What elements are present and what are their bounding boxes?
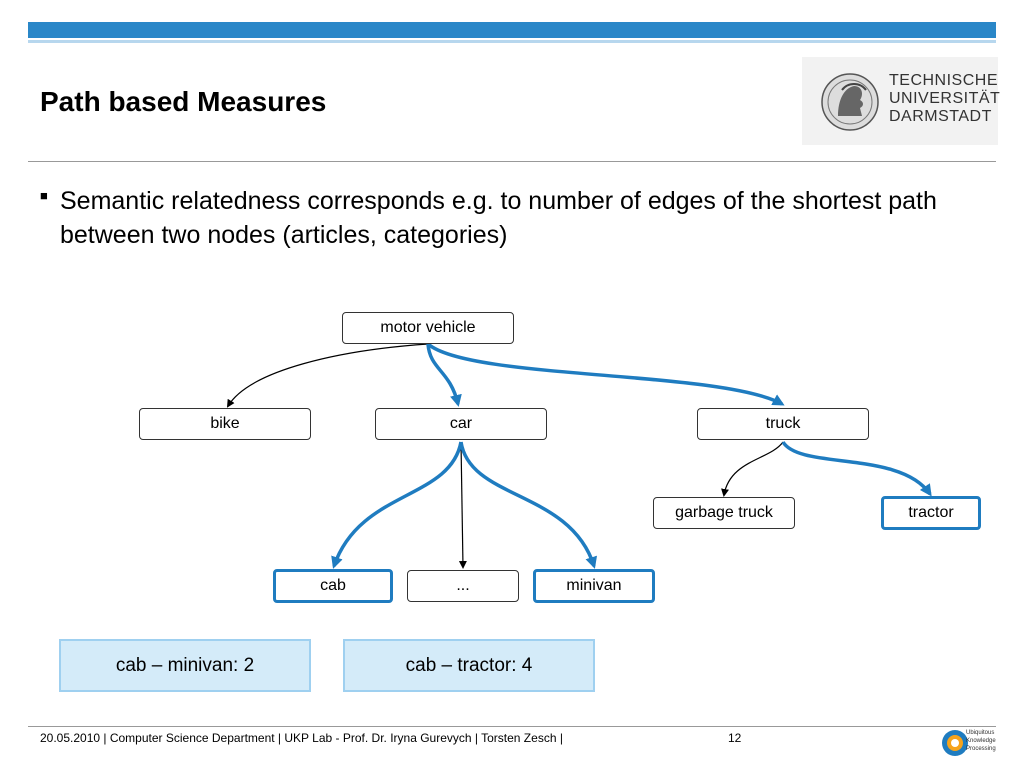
logo-line-3: DARMSTADT: [889, 108, 992, 125]
edge-truck-garbage-truck: [721, 441, 784, 497]
node-ellipsis: ...: [407, 570, 519, 602]
node-motor-vehicle: motor vehicle: [342, 312, 514, 344]
node-truck: truck: [697, 408, 869, 440]
ukp-line-2: Knowledge: [966, 738, 996, 744]
ukp-logo-icon: [942, 730, 968, 756]
page-title: Path based Measures: [40, 86, 327, 117]
result-cab-minivan: cab – minivan: 2: [59, 639, 311, 692]
node-minivan: minivan: [533, 569, 655, 603]
result-cab-tractor: cab – tractor: 4: [343, 639, 595, 692]
footer-text: 20.05.2010 | Computer Science Department…: [40, 731, 563, 745]
node-bike: bike: [139, 408, 311, 440]
ukp-line-1: Ubiquitous: [966, 730, 995, 736]
header-bar-accent: [28, 40, 996, 43]
edge-car-cab: [331, 441, 463, 569]
edge-motor-vehicle-bike: [226, 343, 429, 408]
ukp-line-3: Processing: [966, 746, 996, 752]
node-tractor: tractor: [881, 496, 981, 530]
edge-truck-tractor: [781, 440, 932, 497]
ukp-logo-text: Ubiquitous Knowledge Processing: [966, 729, 996, 753]
header-bar: [28, 22, 996, 38]
edge-car-minivan: [459, 441, 597, 569]
edge-motor-vehicle-car: [426, 343, 462, 407]
logo-line-1: TECHNISCHE: [889, 72, 999, 89]
title-divider: [28, 161, 996, 162]
footer-divider: [28, 726, 996, 727]
node-garbage-truck: garbage truck: [653, 497, 795, 529]
node-cab: cab: [273, 569, 393, 603]
university-name: TECHNISCHE UNIVERSITÄT DARMSTADT: [889, 72, 1000, 126]
bullet-text: Semantic relatedness corresponds e.g. to…: [60, 187, 937, 249]
page-number: 12: [728, 731, 742, 745]
edge-motor-vehicle-truck: [426, 342, 785, 406]
node-car: car: [375, 408, 547, 440]
logo-line-2: UNIVERSITÄT: [889, 90, 1001, 107]
athena-seal-icon: [821, 73, 879, 131]
edge-car-ellipsis: [458, 441, 467, 569]
bullet-marker-icon: ■: [40, 188, 48, 203]
